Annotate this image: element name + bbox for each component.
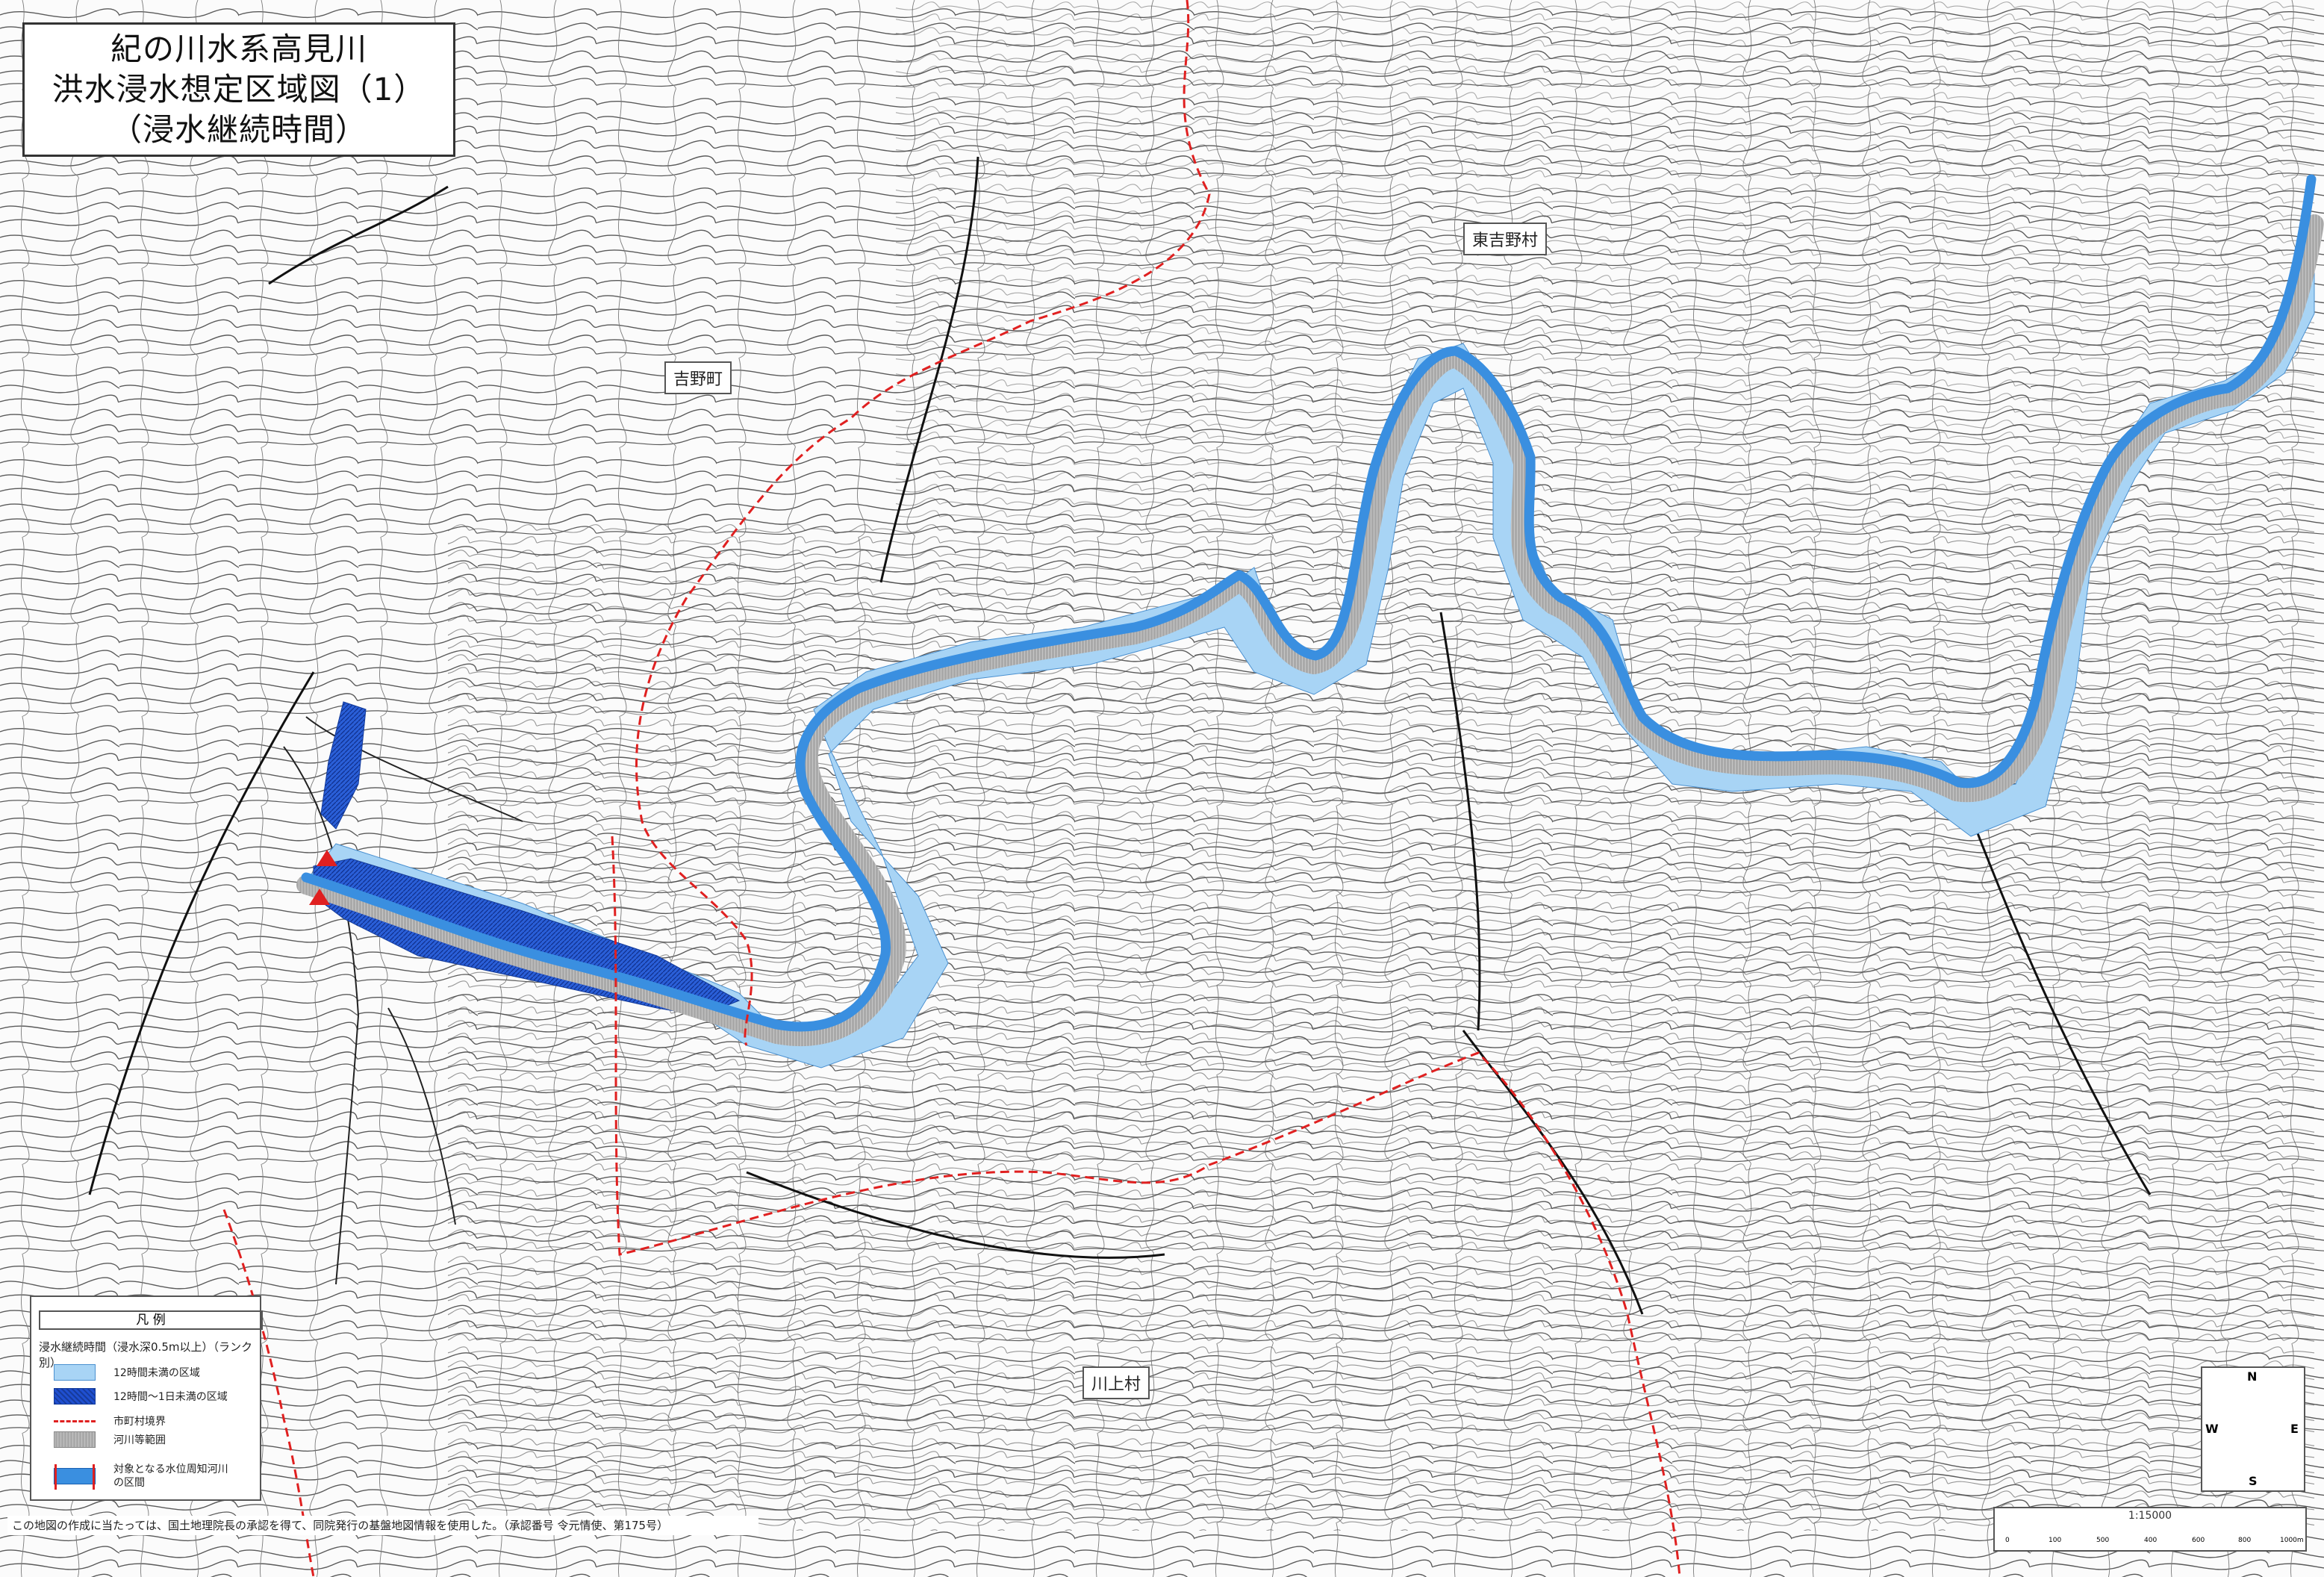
legend-label: 市町村境界 <box>113 1416 166 1428</box>
scale-tick: 500 <box>2096 1537 2110 1544</box>
legend-item-target-section: 対象となる水位周知河川 の区間 <box>54 1463 228 1490</box>
title-line-1: 紀の川水系高見川 <box>110 31 367 67</box>
scale-tick: 1000m <box>2280 1537 2304 1544</box>
scale-tick: 400 <box>2144 1537 2158 1544</box>
river-channel <box>301 174 2317 1032</box>
map-credit: この地図の作成に当たっては、国土地理院長の承認を得て、同院発行の基盤地図情報を使… <box>7 1516 758 1535</box>
scale-tick: 800 <box>2238 1537 2252 1544</box>
legend-swatch-section <box>54 1464 96 1490</box>
place-label-kawakami: 川上村 <box>1082 1366 1150 1399</box>
terrain-contours-dense-north <box>896 0 2314 523</box>
legend-label: 対象となる水位周知河川 <box>113 1464 228 1475</box>
scale-ratio: 1:15000 <box>2128 1510 2172 1522</box>
scale-bar: 1:15000 0 100 500 400 600 800 1000m <box>1993 1507 2307 1552</box>
scale-tick: 600 <box>2192 1537 2205 1544</box>
compass: N S E W <box>2201 1366 2305 1492</box>
legend-swatch-dark <box>54 1388 96 1405</box>
place-label-higashiyoshino: 東吉野村 <box>1463 223 1548 255</box>
legend-title: 凡 例 <box>39 1310 263 1330</box>
river-zone <box>296 214 2324 1047</box>
legend-swatch-boundary <box>54 1419 96 1422</box>
legend-label: 12時間未満の区域 <box>113 1367 200 1379</box>
legend-item-light: 12時間未満の区域 <box>54 1364 200 1381</box>
legend-item-boundary: 市町村境界 <box>54 1413 166 1428</box>
place-label-yoshino: 吉野町 <box>664 361 732 394</box>
compass-north: N <box>2247 1369 2258 1384</box>
section-markers <box>309 850 337 905</box>
scale-tick: 0 <box>2005 1537 2010 1544</box>
legend-swatch-light <box>54 1364 96 1381</box>
scale-tick: 100 <box>2049 1537 2062 1544</box>
legend-label: 河川等範囲 <box>113 1434 166 1446</box>
compass-east: E <box>2290 1422 2299 1436</box>
legend-item-river-zone: 河川等範囲 <box>54 1431 166 1448</box>
section-end-arrow <box>309 889 330 905</box>
legend-swatch-gray <box>54 1431 96 1448</box>
compass-west: W <box>2205 1422 2219 1436</box>
legend-label: 12時間～1日未満の区域 <box>113 1391 228 1403</box>
compass-south: S <box>2249 1474 2258 1488</box>
legend-item-dark: 12時間～1日未満の区域 <box>54 1388 228 1405</box>
legend: 凡 例 浸水継続時間（浸水深0.5m以上）（ランク別） 12時間未満の区域 12… <box>30 1295 263 1501</box>
map-title: 紀の川水系高見川 洪水浸水想定区域図（1） （浸水継続時間） <box>22 22 455 157</box>
title-line-2: 洪水浸水想定区域図（1） <box>52 71 426 108</box>
legend-label: の区間 <box>113 1477 145 1489</box>
title-line-3: （浸水継続時間） <box>110 111 367 148</box>
section-start-arrow <box>317 850 337 866</box>
